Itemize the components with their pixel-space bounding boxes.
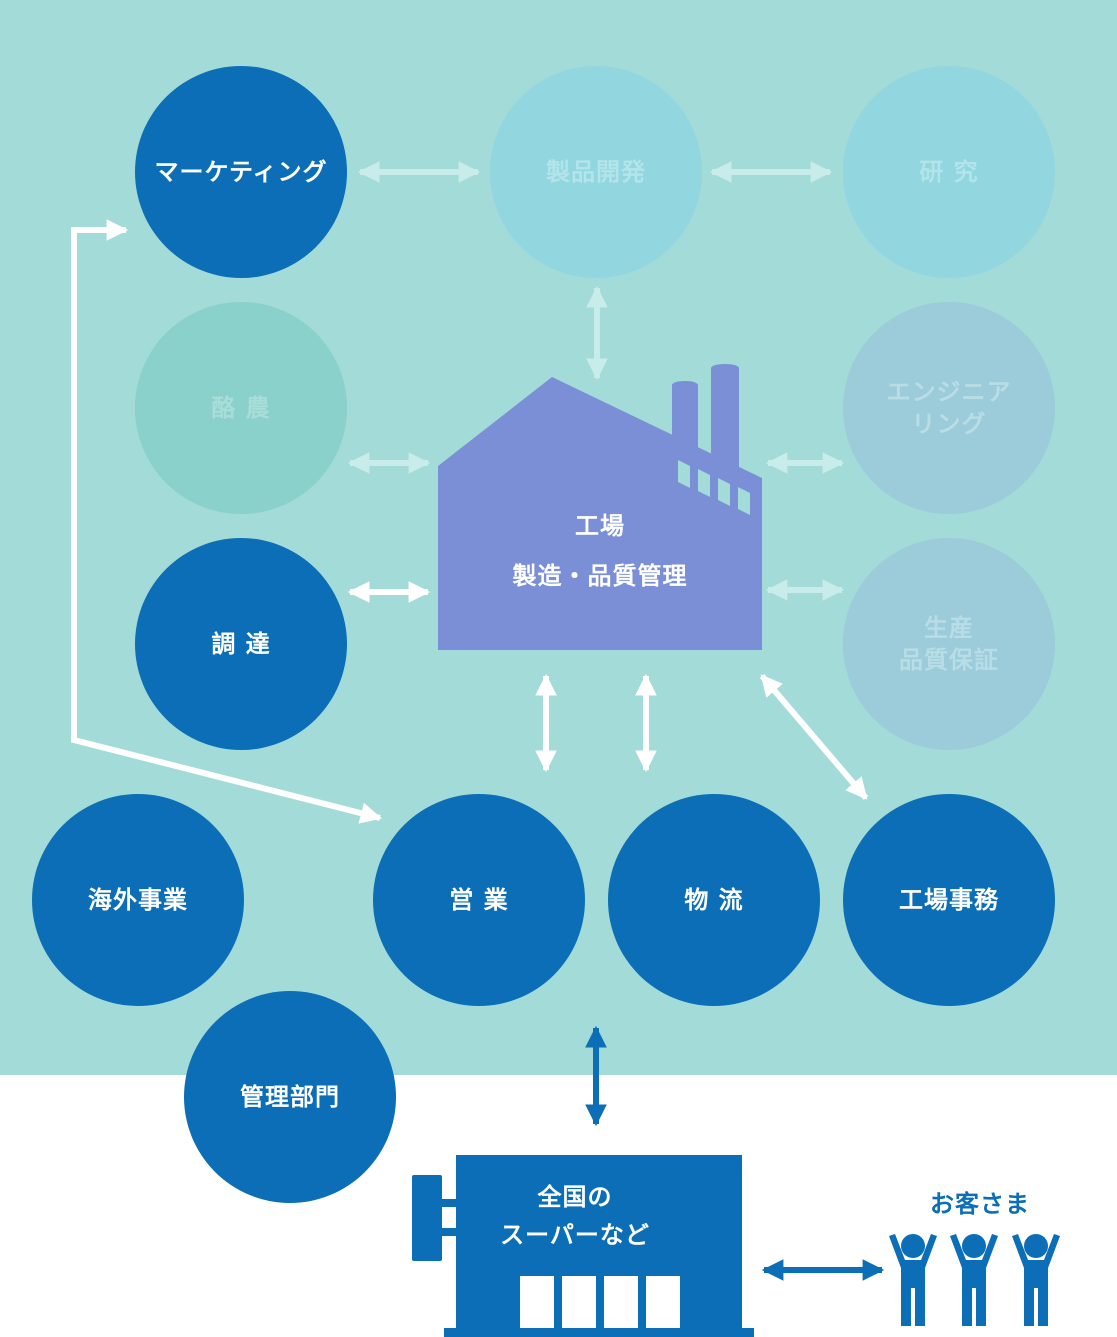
customers-label: お客さま bbox=[930, 1190, 1030, 1218]
factory-building-icon bbox=[438, 364, 762, 650]
arrow-marketing-sales bbox=[71, 219, 383, 824]
factory-windows bbox=[678, 460, 750, 515]
node-sales: 営 業 bbox=[373, 794, 585, 1006]
node-overseas: 海外事業 bbox=[32, 794, 244, 1006]
customers-people-icon bbox=[889, 1234, 1060, 1326]
supermarket-store-icon bbox=[412, 1155, 754, 1337]
node-dairy: 酪 農 bbox=[135, 302, 347, 514]
arrow-factory-factory-office bbox=[759, 674, 869, 800]
node-engineering: エンジニア リング bbox=[843, 302, 1055, 514]
node-management: 管理部門 bbox=[184, 991, 396, 1203]
node-production-qa: 生産 品質保証 bbox=[843, 538, 1055, 750]
store-label: 全国の スーパーなど bbox=[500, 1183, 650, 1249]
node-logistics: 物 流 bbox=[608, 794, 820, 1006]
node-factory-office: 工場事務 bbox=[843, 794, 1055, 1006]
node-marketing: マーケティング bbox=[135, 66, 347, 278]
factory-title: 工場 bbox=[575, 512, 625, 540]
node-research: 研 究 bbox=[843, 66, 1055, 278]
factory-subtitle: 製造・品質管理 bbox=[512, 562, 688, 590]
node-product-dev: 製品開発 bbox=[490, 66, 702, 278]
node-procurement: 調 達 bbox=[135, 538, 347, 750]
